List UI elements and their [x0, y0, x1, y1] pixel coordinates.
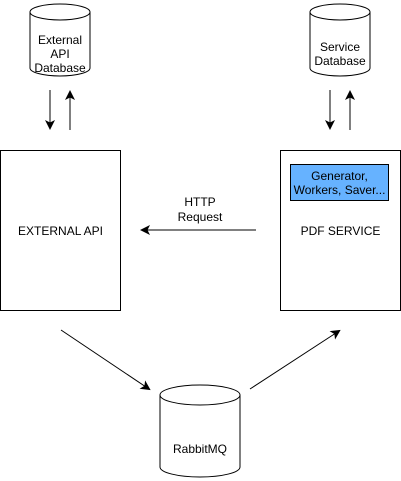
- external-db-label-line-3: Database: [34, 61, 86, 75]
- pdf-service-label: PDF SERVICE: [301, 224, 381, 238]
- service-db-label-line-2: Database: [314, 54, 366, 68]
- external-db-label-line-1: External: [38, 33, 82, 47]
- external-db-label-line-2: API: [50, 47, 69, 61]
- pdf-service-box: Generator, Workers, Saver... PDF SERVICE: [280, 150, 401, 311]
- service-db-label-line-1: Service: [320, 40, 360, 54]
- rabbitmq-to-pdf-service-arrow: [249, 329, 341, 390]
- external-api-label: EXTERNAL API: [18, 224, 103, 238]
- external-api-box: EXTERNAL API: [0, 150, 121, 311]
- generator-workers-saver-box: [290, 164, 389, 201]
- external-api-to-rabbitmq-arrow: [60, 329, 151, 391]
- external-api-database-cylinder: External API Database: [29, 3, 91, 77]
- rabbitmq-label: RabbitMQ: [173, 442, 227, 456]
- http-request-label-line-1: HTTP: [184, 195, 215, 209]
- generator-box-line-2: Workers, Saver...: [294, 183, 386, 197]
- service-database-cylinder: Service Database: [309, 3, 371, 77]
- generator-box-line-1: Generator,: [311, 169, 368, 183]
- rabbitmq-cylinder: RabbitMQ: [159, 384, 241, 478]
- http-request-label-line-2: Request: [178, 210, 223, 224]
